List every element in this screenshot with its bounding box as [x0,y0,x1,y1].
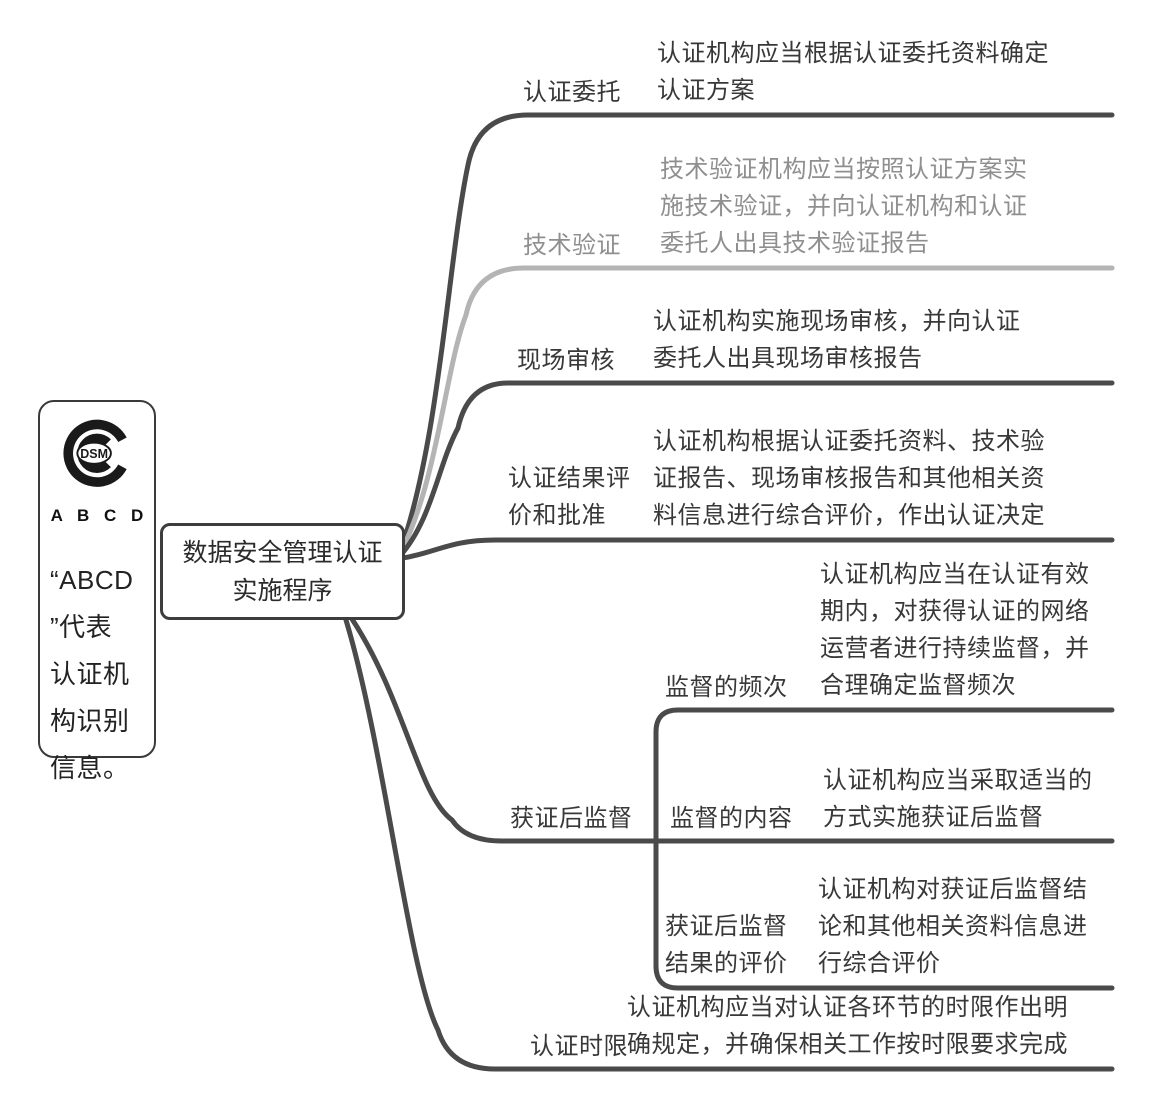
branch-desc-technical-verification: 技术验证机构应当按照认证方案实 施技术验证，并向认证机构和认证 委托人出具技术验… [660,156,1028,257]
branch-label-certification-entrustment: 认证委托 [523,79,621,106]
branch-label-supervision-content: 监督的内容 [670,805,793,832]
branch-desc-result-evaluation-approval: 认证机构根据认证委托资料、技术验 证报告、现场审核报告和其他相关资 料信息进行综… [653,428,1045,529]
branch-desc-onsite-audit: 认证机构实施现场审核，并向认证 委托人出具现场审核报告 [653,308,1021,372]
dsm-certification-mark-icon: DSM [63,419,127,487]
root-title: 数据安全管理认证 实施程序 [182,538,383,605]
branch-label-certification-time-limit: 认证时限 [530,1033,628,1060]
branch-label-post-certification-supervision: 获证后监督 [510,805,633,832]
root-node: 数据安全管理认证 实施程序 [160,523,405,620]
branch-desc-supervision-frequency: 认证机构应当在认证有效 期内，对获得认证的网络 运营者进行持续监督，并 合理确定… [820,561,1090,699]
certification-mark-legend: DSM A B C D “ABCD ”代表 认证机 构识别 信息。 [38,400,156,783]
branch-label-supervision-frequency: 监督的频次 [665,674,788,701]
branch-label-onsite-audit: 现场审核 [517,347,615,374]
dsm-logo-text: DSM [80,447,108,461]
branch-label-technical-verification: 技术验证 [523,232,621,259]
branch-desc-certification-entrustment: 认证机构应当根据认证委托资料确定 认证方案 [657,40,1049,104]
branch-desc-supervision-content: 认证机构应当采取适当的 方式实施获证后监督 [823,767,1093,831]
branch-label-result-evaluation-approval: 认证结果评 价和批准 [508,465,631,529]
dsm-label-oval [76,441,112,465]
abcd-note: “ABCD ”代表 认证机 构识别 信息。 [50,565,134,783]
branch-label-supervision-result-evaluation: 获证后监督 结果的评价 [665,913,788,977]
branch-desc-supervision-result-evaluation: 认证机构对获证后监督结 论和其他相关资料信息进 行综合评价 [818,876,1088,977]
abcd-letters: A B C D [50,506,149,525]
branch-desc-certification-time-limit: 认证机构应当对认证各环节的时限作出明 确规定，并确保相关工作按时限要求完成 [627,994,1068,1058]
